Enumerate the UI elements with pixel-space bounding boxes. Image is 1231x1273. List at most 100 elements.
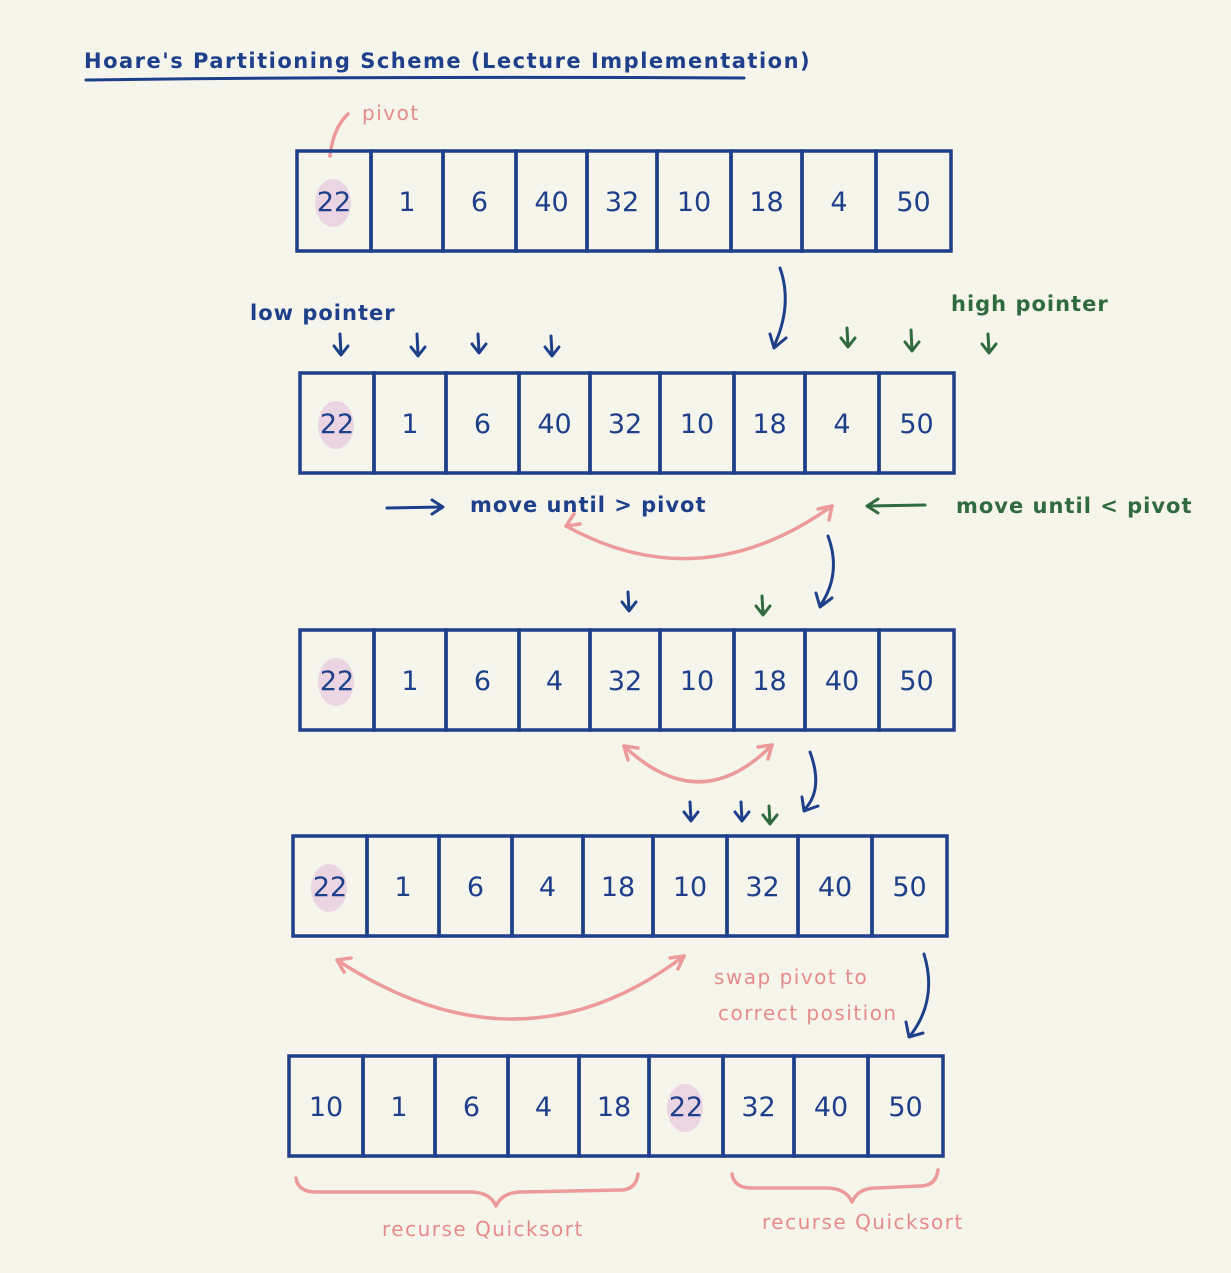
cell-value: 10 xyxy=(680,666,714,697)
array-cell: 18 xyxy=(581,834,655,938)
cell-value: 18 xyxy=(749,187,783,218)
down-arrow-icon xyxy=(903,328,921,353)
move-right-label: move until > pivot xyxy=(470,493,707,517)
array-cell: 10 xyxy=(287,1054,365,1158)
cell-value: 32 xyxy=(605,187,639,218)
low-pointer-arrows xyxy=(332,332,561,358)
array-cell: 1 xyxy=(361,1054,437,1158)
array-cell: 6 xyxy=(444,628,521,732)
low-pointer-label: low pointer xyxy=(250,301,396,325)
array-cell: 10 xyxy=(658,628,736,732)
cell-border xyxy=(877,628,956,732)
swap-arc-1 xyxy=(564,504,834,561)
swap-arc-2-head-left xyxy=(622,744,640,762)
array-cell: 32 xyxy=(725,834,800,938)
cell-border xyxy=(866,1054,945,1158)
cell-value: 22 xyxy=(669,1092,703,1123)
array-cell: 40 xyxy=(792,1054,870,1158)
down-arrow-icon xyxy=(733,800,751,823)
cell-value: 10 xyxy=(680,409,714,440)
right-brace xyxy=(730,1168,940,1204)
recurse-right-label: recurse Quicksort xyxy=(762,1210,964,1234)
swap-arc-pivot xyxy=(335,954,686,1021)
array-cell: 40 xyxy=(514,149,589,253)
array-cell: 4 xyxy=(803,371,881,475)
cell-value: 1 xyxy=(394,872,411,903)
left-brace xyxy=(294,1172,640,1208)
step-arrow-3 xyxy=(802,750,818,812)
pivot-highlight xyxy=(318,401,354,449)
cell-value: 40 xyxy=(814,1092,848,1123)
cell-value: 32 xyxy=(608,666,642,697)
cell-value: 4 xyxy=(830,187,847,218)
cell-value: 4 xyxy=(539,872,556,903)
array-cell: 22 xyxy=(298,628,376,732)
title-underline xyxy=(84,75,746,82)
down-arrow-icon xyxy=(543,334,561,358)
array-cell: 10 xyxy=(655,149,733,253)
array-cell: 22 xyxy=(295,149,373,253)
step-arrow-3-head xyxy=(800,795,820,813)
array-cell: 10 xyxy=(658,371,736,475)
step-arrow-4-head xyxy=(904,1020,925,1039)
cell-value: 22 xyxy=(320,666,354,697)
array-cell: 4 xyxy=(510,834,585,938)
array-cell: 32 xyxy=(588,371,662,475)
array-cell: 1 xyxy=(372,371,448,475)
cell-value: 50 xyxy=(896,187,930,218)
array-cell: 18 xyxy=(577,1054,651,1158)
cell-border xyxy=(877,371,956,475)
cell-value: 22 xyxy=(320,409,354,440)
cell-value: 1 xyxy=(401,409,418,440)
array-cell: 6 xyxy=(433,1054,510,1158)
down-arrow-icon xyxy=(409,332,427,358)
pivot-highlight xyxy=(318,658,354,706)
cell-value: 40 xyxy=(818,872,852,903)
array-cell: 50 xyxy=(874,149,953,253)
array-cell: 18 xyxy=(732,628,807,732)
swap-arc-1-head-left xyxy=(564,512,582,528)
step-arrow-4 xyxy=(908,952,931,1038)
cell-border xyxy=(874,149,953,253)
right-arrow-icon xyxy=(385,498,445,516)
step-arrow-1 xyxy=(772,266,787,348)
array-cell: 40 xyxy=(803,628,881,732)
swap-arc-2 xyxy=(622,743,774,784)
cell-value: 32 xyxy=(745,872,779,903)
swap-pivot-label-line2: correct position xyxy=(718,1001,898,1025)
array-cell: 1 xyxy=(372,628,448,732)
array-cell: 1 xyxy=(365,834,441,938)
cell-value: 4 xyxy=(833,409,850,440)
array-cell: 22 xyxy=(298,371,376,475)
left-arrow-icon xyxy=(865,497,927,515)
pivot-highlight xyxy=(667,1084,703,1132)
down-arrow-icon xyxy=(980,332,998,355)
cell-value: 6 xyxy=(467,872,484,903)
swap-arc-1-head-right xyxy=(816,504,834,522)
array-cell: 4 xyxy=(800,149,878,253)
cell-value: 18 xyxy=(752,666,786,697)
cell-value: 6 xyxy=(474,409,491,440)
cell-value: 32 xyxy=(608,409,642,440)
down-arrow-icon xyxy=(682,800,700,823)
cell-value: 1 xyxy=(401,666,418,697)
cell-value: 50 xyxy=(892,872,926,903)
cell-value: 10 xyxy=(677,187,711,218)
array-cell: 50 xyxy=(877,371,956,475)
cell-value: 4 xyxy=(546,666,563,697)
cell-value: 4 xyxy=(535,1092,552,1123)
high-pointer-label: high pointer xyxy=(951,292,1109,316)
array-cell: 4 xyxy=(517,628,592,732)
recurse-left-label: recurse Quicksort xyxy=(382,1217,584,1241)
swap-arc-pivot-head-right xyxy=(668,954,686,971)
array-cell: 22 xyxy=(291,834,369,938)
swap-pivot-label-line1: swap pivot to xyxy=(714,965,868,989)
cell-value: 1 xyxy=(398,187,415,218)
down-arrow-icon xyxy=(839,326,857,349)
array-cell: 32 xyxy=(585,149,659,253)
cell-value: 40 xyxy=(534,187,568,218)
